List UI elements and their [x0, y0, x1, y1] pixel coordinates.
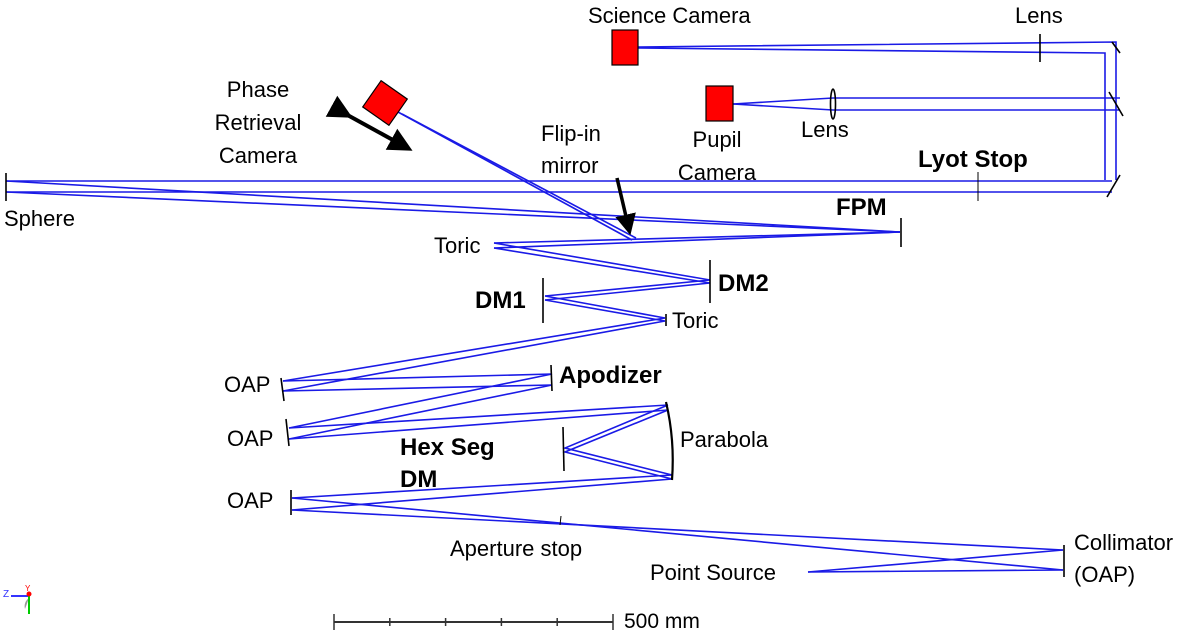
y-axis-icon: [26, 591, 32, 597]
ray-oap3-coll-2: [291, 509, 1064, 551]
ray-sphere-fpm-2: [5, 191, 901, 233]
label-hex-seg-dm: Hex Seg DM: [400, 436, 495, 492]
ray-fpm-toric-2: [493, 231, 901, 249]
ray-coll-src-2: [807, 569, 1064, 573]
label-lens-pupil: Lens: [801, 117, 849, 142]
fold-mirror-top: [1111, 41, 1121, 54]
label-oap-2: OAP: [227, 426, 274, 451]
ray-fpm-toric-1: [493, 231, 901, 244]
ray-oap3-coll-1: [291, 497, 1064, 571]
label-collimator: Collimator (OAP): [1074, 531, 1173, 587]
label-apodizer: Apodizer: [559, 362, 662, 389]
label-hex-line-1: Hex Seg: [400, 434, 495, 461]
phase-retrieval-camera: [361, 79, 409, 127]
scale-bar-label: 500 mm: [624, 610, 700, 633]
ray-dm2-dm1-1: [544, 279, 711, 297]
aperture-stop: [559, 515, 562, 526]
label-hex-line-2: DM: [400, 466, 438, 493]
ray-science-lower: [637, 47, 1106, 180]
svg-text:Z: Z: [3, 589, 9, 600]
label-lens-top: Lens: [1015, 3, 1063, 28]
label-pupil-camera: Pupil Camera: [660, 128, 774, 185]
optics: [5, 34, 1124, 577]
ray-coll-src-1: [807, 549, 1064, 573]
beamsplitter: [1108, 91, 1124, 117]
science-camera: [611, 29, 639, 66]
label-parabola: Parabola: [680, 427, 769, 452]
label-flip-in-mirror: Flip-in mirror: [541, 122, 601, 178]
ray-sphere-fpm-1: [5, 180, 901, 233]
ray-para-hex-2: [562, 409, 673, 480]
label-phase-retrieval-camera: Phase Retrieval Camera: [202, 78, 314, 168]
flip-in-mirror-arrow: [615, 177, 636, 236]
axis-triad-disc: [24, 598, 29, 609]
ray-toric-dm2-2: [493, 247, 711, 284]
parabola-mirror: [664, 401, 674, 481]
apodizer-mask: [550, 364, 553, 392]
label-science-camera: Science Camera: [588, 3, 751, 28]
label-sphere: Sphere: [4, 206, 75, 231]
hex-seg-dm-mirror: [562, 426, 565, 472]
label-pupil-line-2: Camera: [677, 160, 757, 185]
ray-para-oap3-2: [291, 478, 673, 511]
ray-para-oap3-1: [291, 474, 673, 499]
ray-dm2-dm1-2: [544, 282, 711, 301]
axis-triad: Z Y: [3, 584, 32, 614]
label-point-source: Point Source: [650, 560, 776, 585]
phase-camera-motion-arrow: [325, 95, 413, 151]
label-phase-line-2: Retrieval: [214, 110, 302, 135]
label-flip-line-1: Flip-in: [541, 121, 601, 146]
label-collimator-line-2: (OAP): [1074, 562, 1136, 587]
ray-toric-dm2-1: [493, 242, 711, 281]
svg-text:Y: Y: [25, 584, 31, 593]
ray-oap2-para-1: [288, 404, 669, 429]
ray-science-upper: [637, 41, 1117, 180]
fold-mirror-bottom: [1106, 174, 1121, 198]
ray-apod-oap2-1: [288, 373, 553, 429]
lens-pupil: [829, 88, 837, 120]
label-toric-1: Toric: [434, 233, 481, 258]
ray-dm1-toric2-1: [544, 295, 666, 319]
pupil-camera: [705, 85, 734, 122]
label-oap-3: OAP: [227, 488, 274, 513]
ray-phase-retrieval-2: [401, 113, 637, 239]
ray-pupil-lower: [732, 103, 1120, 111]
ray-oap1-apod-2: [282, 384, 553, 392]
label-pupil-line-1: Pupil: [692, 127, 742, 152]
label-flip-line-2: mirror: [541, 153, 599, 178]
label-toric-2: Toric: [672, 308, 719, 333]
oap2-mirror: [285, 418, 290, 447]
label-dm1: DM1: [475, 287, 526, 314]
ray-oap2-para-2: [288, 409, 669, 440]
ray-oap1-apod-1: [282, 373, 553, 382]
label-aperture-stop: Aperture stop: [450, 536, 583, 561]
label-dm2: DM2: [718, 270, 769, 297]
ray-para-hex-1: [562, 404, 673, 476]
label-collimator-line-1: Collimator: [1074, 530, 1174, 555]
label-fpm: FPM: [836, 194, 887, 221]
label-lyot-stop: Lyot Stop: [918, 146, 1028, 173]
ray-toric2-oap1-1: [282, 317, 666, 382]
label-phase-line-3: Camera: [218, 143, 298, 168]
ray-pupil-upper: [732, 97, 1120, 105]
ray-dm1-toric2-2: [544, 299, 666, 322]
oap1-mirror: [280, 377, 285, 402]
ray-apod-oap2-2: [288, 384, 553, 440]
scale-bar: [333, 614, 614, 630]
label-phase-line-1: Phase: [226, 77, 290, 102]
label-oap-1: OAP: [224, 372, 271, 397]
ray-bundle: [5, 41, 1120, 573]
